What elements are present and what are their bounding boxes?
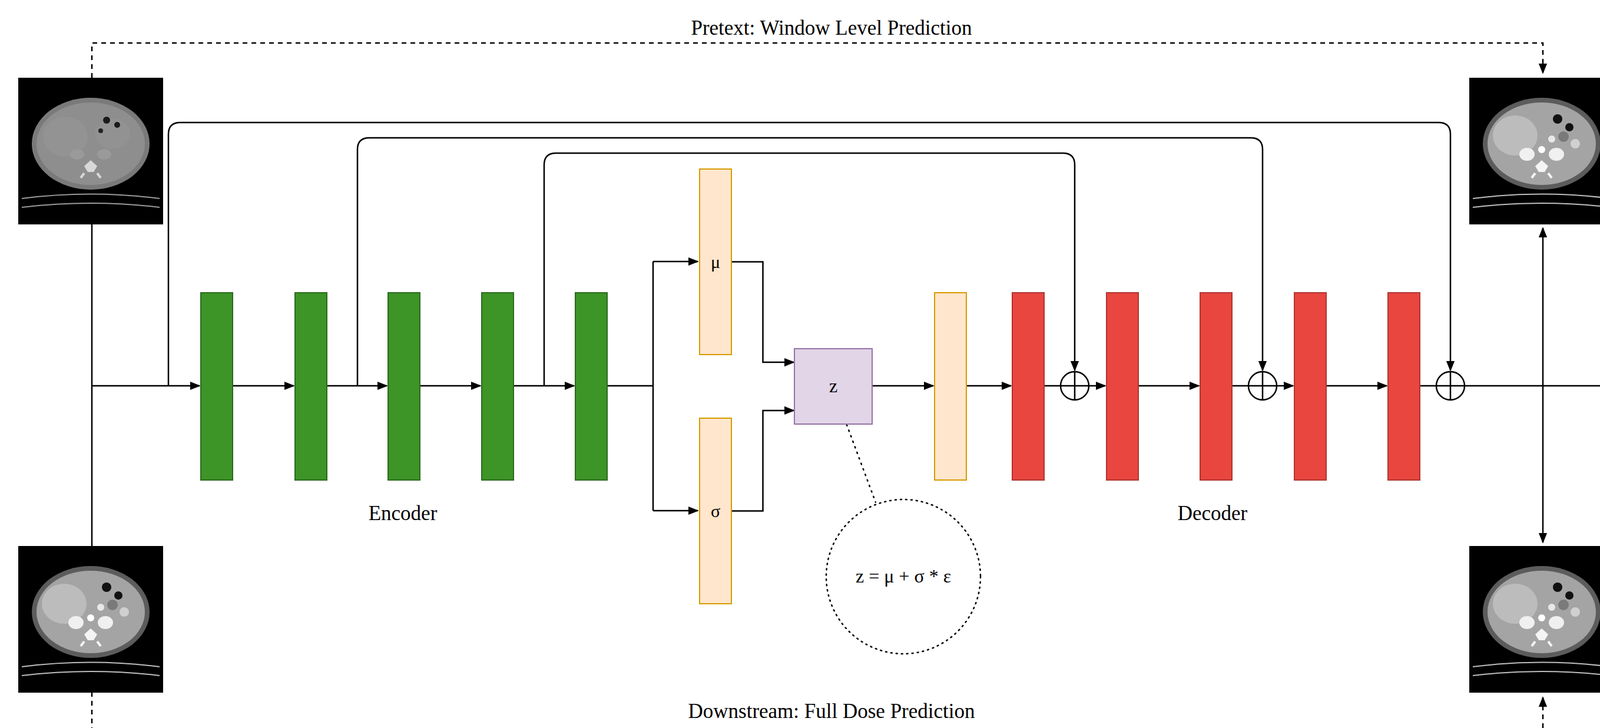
- flow-line: [1044, 385, 1061, 387]
- encoder-layer: [388, 292, 420, 480]
- drawing-part: [1248, 371, 1277, 400]
- connector-arrow: [731, 262, 794, 363]
- encoder-label: Encoder: [368, 501, 438, 525]
- pretext-task-label-holder: Pretext: Window Level Prediction: [690, 16, 972, 41]
- dashed-circle: [826, 499, 981, 654]
- pretext-task-label: Pretext: Window Level Prediction: [690, 16, 972, 40]
- pretext-dashed-arrow: [91, 42, 1543, 78]
- drawing-part: [1436, 371, 1465, 400]
- drawing-part: [1060, 371, 1089, 400]
- node-text: z: [829, 375, 838, 397]
- output-arrow-up: [1542, 227, 1545, 386]
- decoder-blocks: [1012, 292, 1420, 480]
- downstream-dashed-arrow: [1542, 697, 1545, 728]
- decoder-label: Decoder: [1177, 501, 1248, 525]
- ct-image-output-full-dose: [1469, 545, 1600, 693]
- flow-arrow: [1088, 385, 1106, 387]
- output-arrow-down: [1542, 385, 1545, 543]
- drawing-part: [1060, 371, 1089, 400]
- node-text: σ: [710, 501, 721, 521]
- connector-arrow: [731, 410, 794, 512]
- flow-arrow: [232, 385, 294, 387]
- downstream-task-label: Downstream: Full Dose Prediction: [687, 699, 975, 723]
- encoder-blocks: [200, 292, 608, 480]
- add-symbol: [1060, 371, 1089, 400]
- flow-arrow: [1138, 385, 1199, 387]
- downstream-task-label-holder: Downstream: Full Dose Prediction: [687, 699, 975, 724]
- decoder-label-holder: Decoder: [1177, 501, 1248, 526]
- branch-line: [652, 261, 655, 511]
- mean-vector-box: μ: [699, 168, 732, 356]
- add-symbol: [1248, 371, 1277, 400]
- decoder-layer: [1106, 292, 1139, 480]
- ct-image-input-low-contrast: [18, 77, 164, 225]
- ct-image-output-window: [1469, 77, 1600, 225]
- decoder-layer: [1012, 292, 1045, 480]
- decoder-layer: [1294, 292, 1327, 480]
- encoder-layer: [200, 292, 233, 480]
- reparameterization-callout: z = μ + σ * ε: [825, 498, 982, 655]
- encoder-layer: [295, 292, 327, 480]
- encoder-layer: [481, 292, 514, 480]
- flow-arrow: [966, 385, 1012, 387]
- flow-line: [607, 385, 654, 387]
- node-text: z = μ + σ * ε: [855, 565, 952, 587]
- flow-arrow: [872, 385, 934, 387]
- flow-arrow: [419, 385, 481, 387]
- latent-projection-layer: [934, 292, 967, 480]
- add-symbol: [1436, 371, 1465, 400]
- dotted-leader: [846, 424, 876, 503]
- decoder-layer: [1388, 292, 1420, 480]
- ct-image-input-low-dose: [18, 545, 164, 693]
- flow-arrow: [1276, 385, 1294, 387]
- drawing-part: [1248, 371, 1277, 400]
- branch-arrow: [653, 260, 698, 263]
- encoder-label-holder: Encoder: [368, 501, 438, 526]
- flow-line: [1419, 385, 1437, 387]
- encoder-layer: [575, 292, 608, 480]
- output-line: [1464, 385, 1600, 387]
- sigma-vector-box: σ: [699, 417, 732, 605]
- downstream-dashed-line: [91, 691, 94, 728]
- latent-sample-box: z: [793, 348, 873, 425]
- task-dashed-lines: [91, 42, 1543, 728]
- main-flow-lines: [91, 122, 1600, 546]
- skip-connection: [168, 122, 1451, 386]
- flow-line: [1231, 385, 1249, 387]
- branch-arrow: [653, 509, 698, 512]
- flow-arrow: [91, 385, 200, 387]
- flow-arrow: [1326, 385, 1387, 387]
- node-text: μ: [710, 252, 721, 272]
- add-symbols: [1060, 371, 1465, 400]
- drawing-part: [1436, 371, 1465, 400]
- decoder-layer: [1200, 292, 1232, 480]
